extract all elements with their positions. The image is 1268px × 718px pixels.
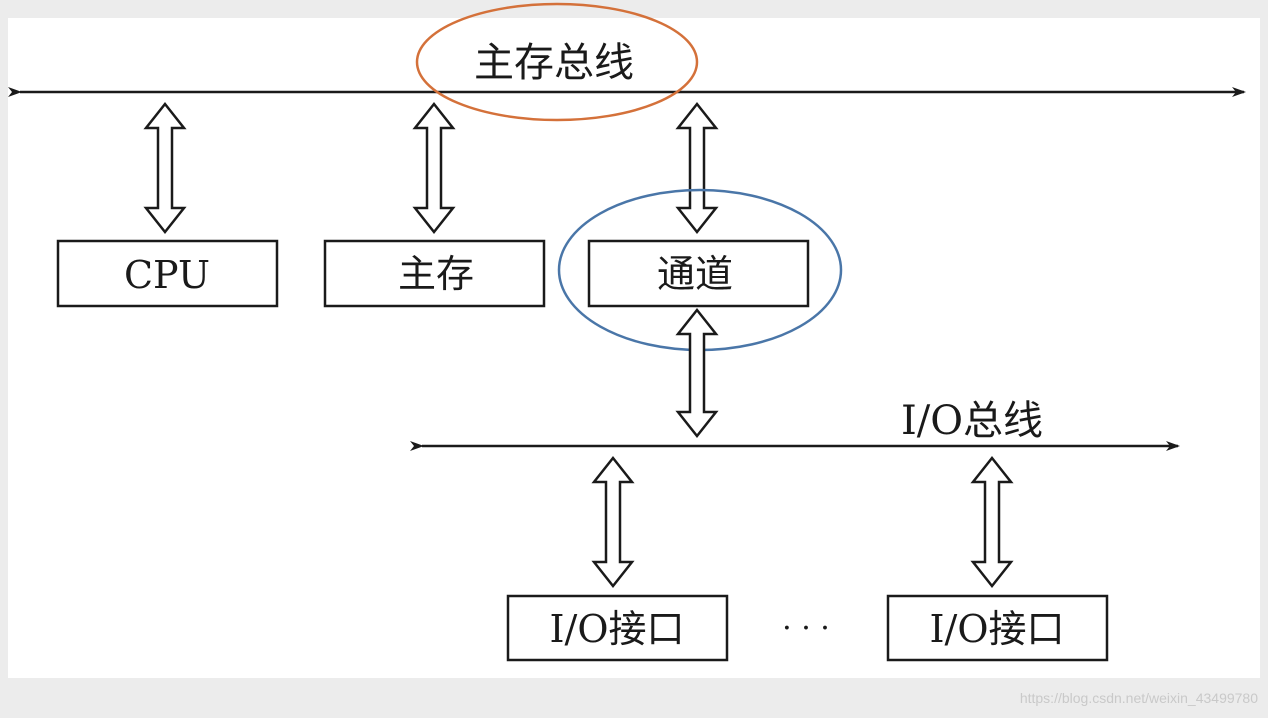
cpu-bus-double-arrow: [143, 101, 187, 235]
channel-label: 通道: [657, 252, 733, 296]
main-bus-label: 主存总线: [474, 40, 634, 86]
io-interface-1-label: I/O接口: [550, 607, 685, 651]
io-interface-1-double-arrow: [591, 455, 635, 589]
memory-bus-double-arrow: [412, 101, 456, 235]
io-bus-label: I/O总线: [901, 398, 1043, 444]
diagram-panel: [8, 18, 1260, 678]
watermark-text: https://blog.csdn.net/weixin_43499780: [1019, 690, 1258, 706]
io-interface-2-box: [886, 594, 1109, 662]
main-memory-label: 主存: [398, 252, 474, 296]
channel-bus-double-arrow: [675, 101, 719, 235]
ellipsis-dots: · · ·: [782, 611, 830, 646]
cpu-box: [56, 239, 279, 308]
io-interface-1-box: [506, 594, 729, 662]
io-interface-2-double-arrow: [970, 455, 1014, 589]
main-bus-highlight-ellipse: [415, 2, 699, 122]
channel-io-double-arrow: [675, 307, 719, 439]
main-memory-box: [323, 239, 546, 308]
cpu-label: CPU: [124, 253, 210, 297]
io-interface-2-label: I/O接口: [930, 607, 1065, 651]
channel-box: [587, 239, 810, 308]
